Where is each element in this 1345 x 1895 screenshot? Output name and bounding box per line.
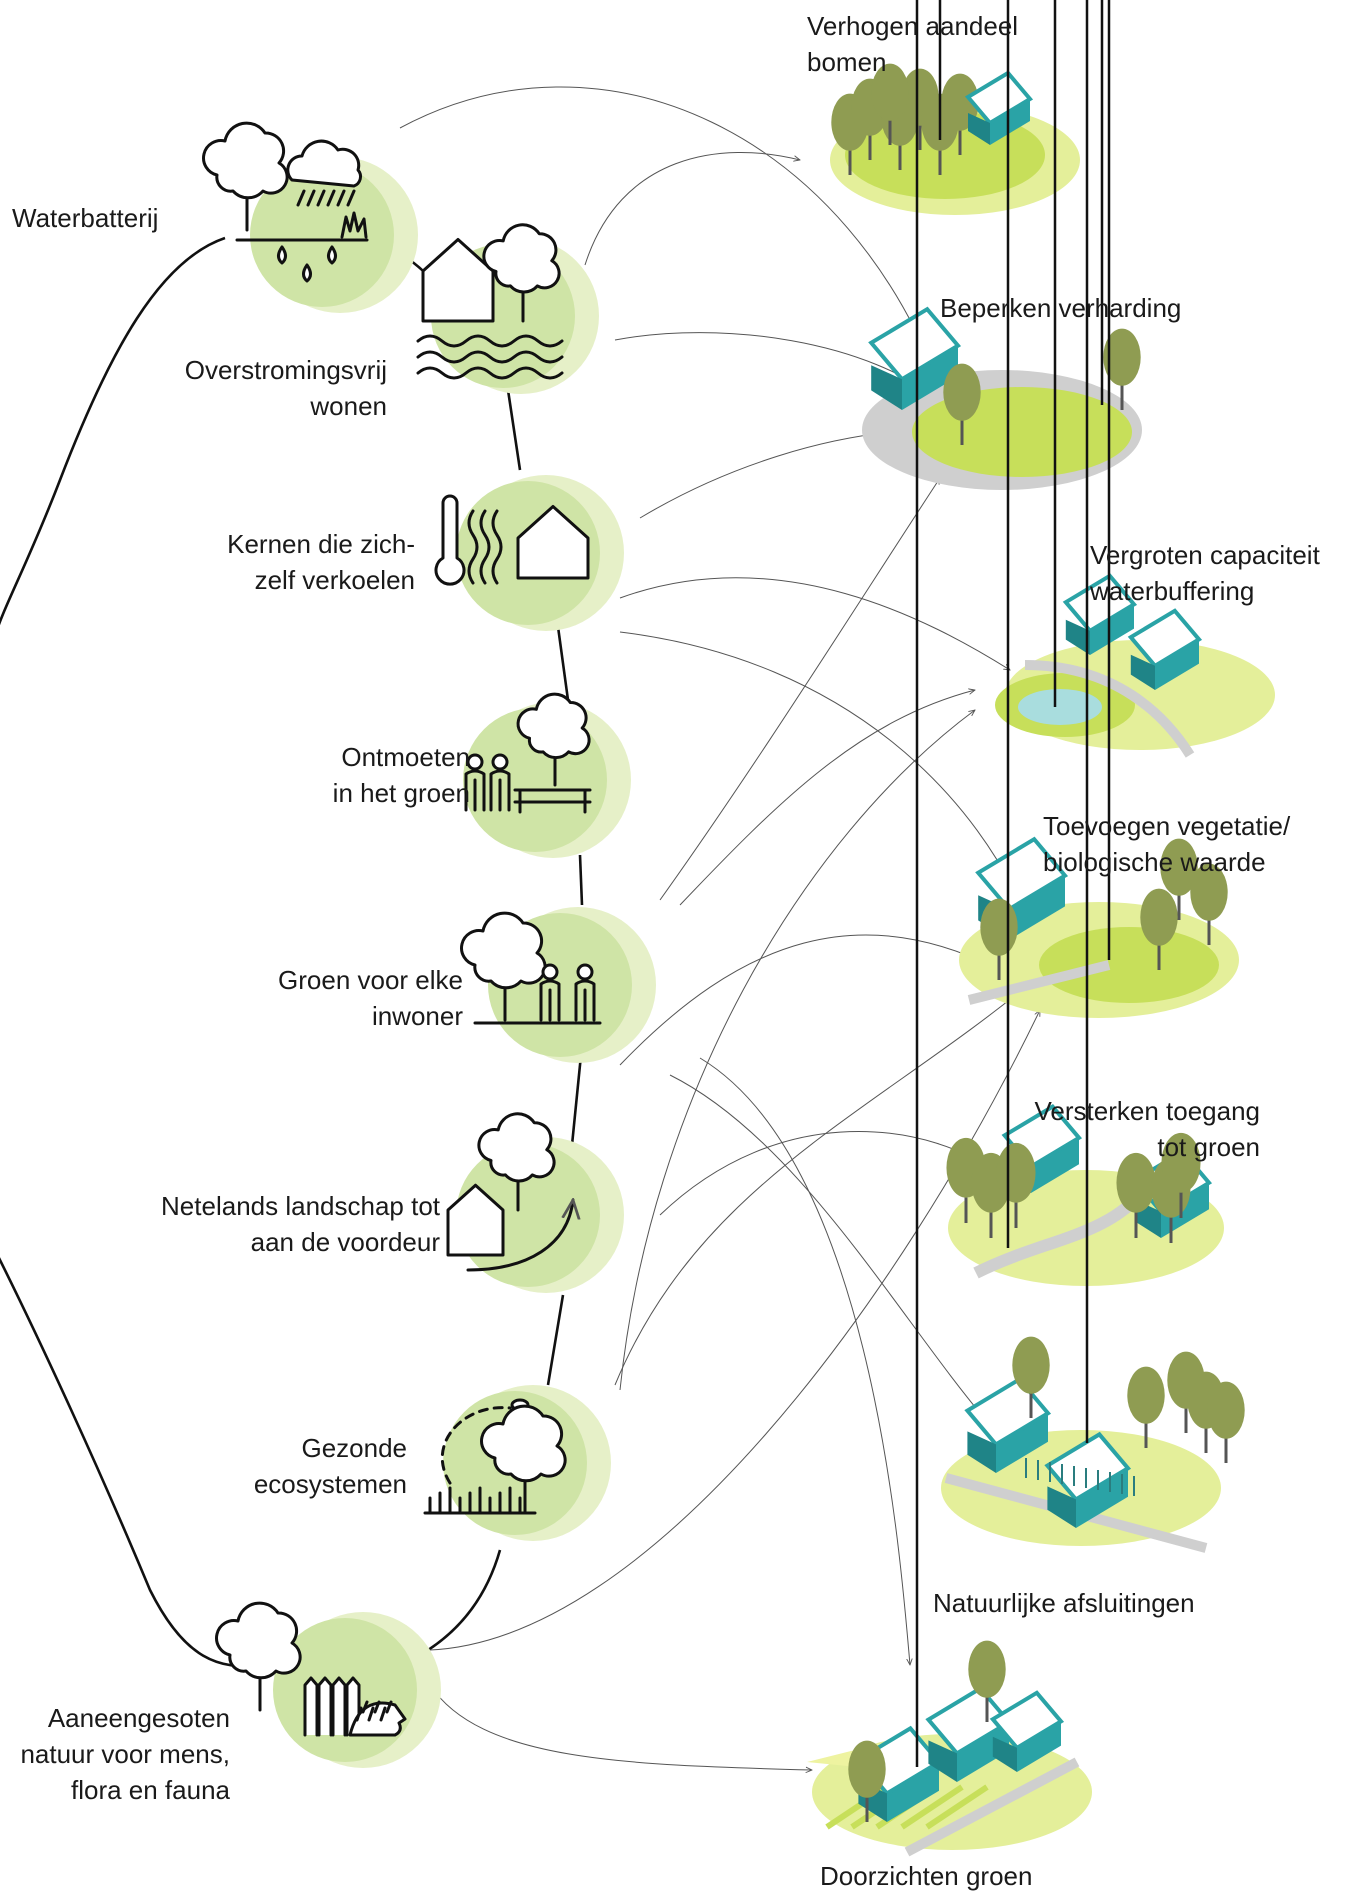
- theme-label-verkoelen: Kernen die zich-zelf verkoelen: [227, 529, 415, 595]
- measure-toegang: [946, 0, 1224, 1286]
- bee-tree-icon: [423, 1398, 567, 1515]
- tree-people-icon: [460, 911, 602, 1025]
- measure-label-afsluitingen: Natuurlijke afsluitingen: [933, 1588, 1195, 1618]
- spine-connector: [578, 854, 584, 906]
- relation-arrow: [619, 631, 1030, 925]
- relation-arrow: [619, 710, 975, 1391]
- relation-arrow: [699, 1057, 910, 1665]
- relation-arrow: [669, 1074, 990, 1425]
- measure-label-verharding: Beperken verharding: [940, 293, 1182, 323]
- theme-ecosystemen: [423, 1385, 611, 1541]
- relation-arrow: [584, 152, 800, 266]
- house-waves-icon: [416, 223, 564, 380]
- theme-waterbatterij: [202, 121, 418, 313]
- relation-arrow: [614, 975, 1040, 1386]
- theme-groen-inwoner: [460, 907, 656, 1063]
- rain-tree-icon: [202, 121, 369, 283]
- theme-verkoelen: [434, 475, 624, 631]
- relation-arrow: [429, 1010, 1040, 1651]
- spine-connector: [0, 1257, 261, 1668]
- theme-aaneengesloten: [215, 1601, 441, 1768]
- relation-arrow: [429, 1684, 812, 1770]
- relation-arrow: [399, 86, 945, 400]
- spine-connector: [546, 1294, 565, 1386]
- measure-vegetatie: [959, 0, 1239, 1018]
- spine-connector: [506, 389, 522, 471]
- measure-waterbuffering: [995, 0, 1275, 758]
- theme-netelands: [446, 1112, 624, 1293]
- measure-label-vegetatie: Toevoegen vegetatie/biologische waarde: [1043, 811, 1291, 877]
- measure-afsluitingen: [941, 0, 1245, 1553]
- relation-arrow: [619, 934, 1010, 1066]
- people-bench-icon: [464, 692, 592, 814]
- theme-label-waterbatterij: Waterbatterij: [12, 203, 159, 233]
- relation-arrow: [679, 690, 975, 906]
- relation-arrow: [659, 478, 940, 901]
- measure-doorzichten: [807, 0, 1092, 1857]
- measure-verharding: [862, 0, 1142, 490]
- relation-arrow: [619, 577, 1010, 670]
- spine-connector: [0, 236, 226, 626]
- theme-circle: [250, 163, 394, 307]
- hedgehog-fence-icon: [215, 1601, 407, 1737]
- theme-overstromingsvrij: [416, 223, 599, 394]
- thermometer-house-icon: [434, 494, 590, 586]
- house-tree-arrow-icon: [446, 1112, 573, 1272]
- theme-ontmoeten: [463, 692, 631, 858]
- spine-connector: [419, 1549, 502, 1657]
- measure-bomen: [830, 0, 1080, 215]
- measure-label-doorzichten: Doorzichten groen: [820, 1861, 1033, 1891]
